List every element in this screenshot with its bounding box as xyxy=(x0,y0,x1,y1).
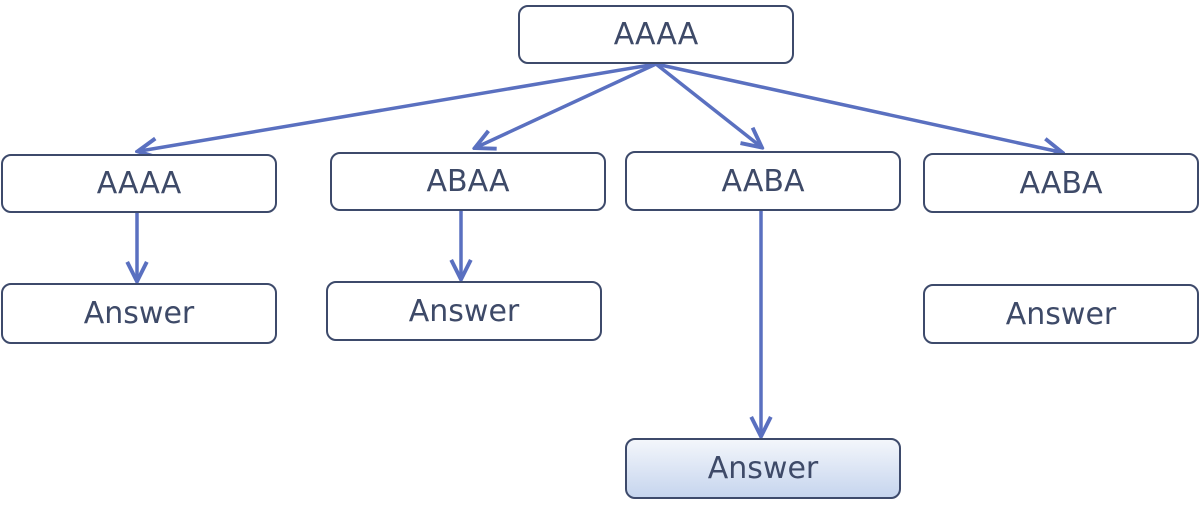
node-label: Answer xyxy=(707,451,819,486)
node-label: Answer xyxy=(408,293,520,329)
level1-node-1: AAAA xyxy=(1,154,277,213)
answer-node-4: Answer xyxy=(923,284,1199,344)
node-label: AAAA xyxy=(613,17,699,52)
node-label: AABA xyxy=(1019,165,1103,201)
node-label: AABA xyxy=(721,163,805,199)
node-label: ABAA xyxy=(426,164,510,199)
edge-root-to-aaba-2 xyxy=(655,62,1060,152)
level1-node-3: AABA xyxy=(625,151,901,211)
level1-node-2: ABAA xyxy=(330,152,606,211)
answer-node-highlighted: Answer xyxy=(625,438,901,499)
edge-root-to-abaa xyxy=(477,62,657,147)
edge-root-to-aaba-1 xyxy=(654,62,760,146)
answer-node-1: Answer xyxy=(1,283,277,344)
level1-node-4: AABA xyxy=(923,153,1199,213)
root-node: AAAA xyxy=(518,5,794,64)
node-label: Answer xyxy=(1005,296,1117,332)
node-label: Answer xyxy=(83,296,195,331)
answer-node-2: Answer xyxy=(326,281,602,341)
edge-root-to-aaaa xyxy=(140,62,657,151)
node-label: AAAA xyxy=(96,166,182,201)
